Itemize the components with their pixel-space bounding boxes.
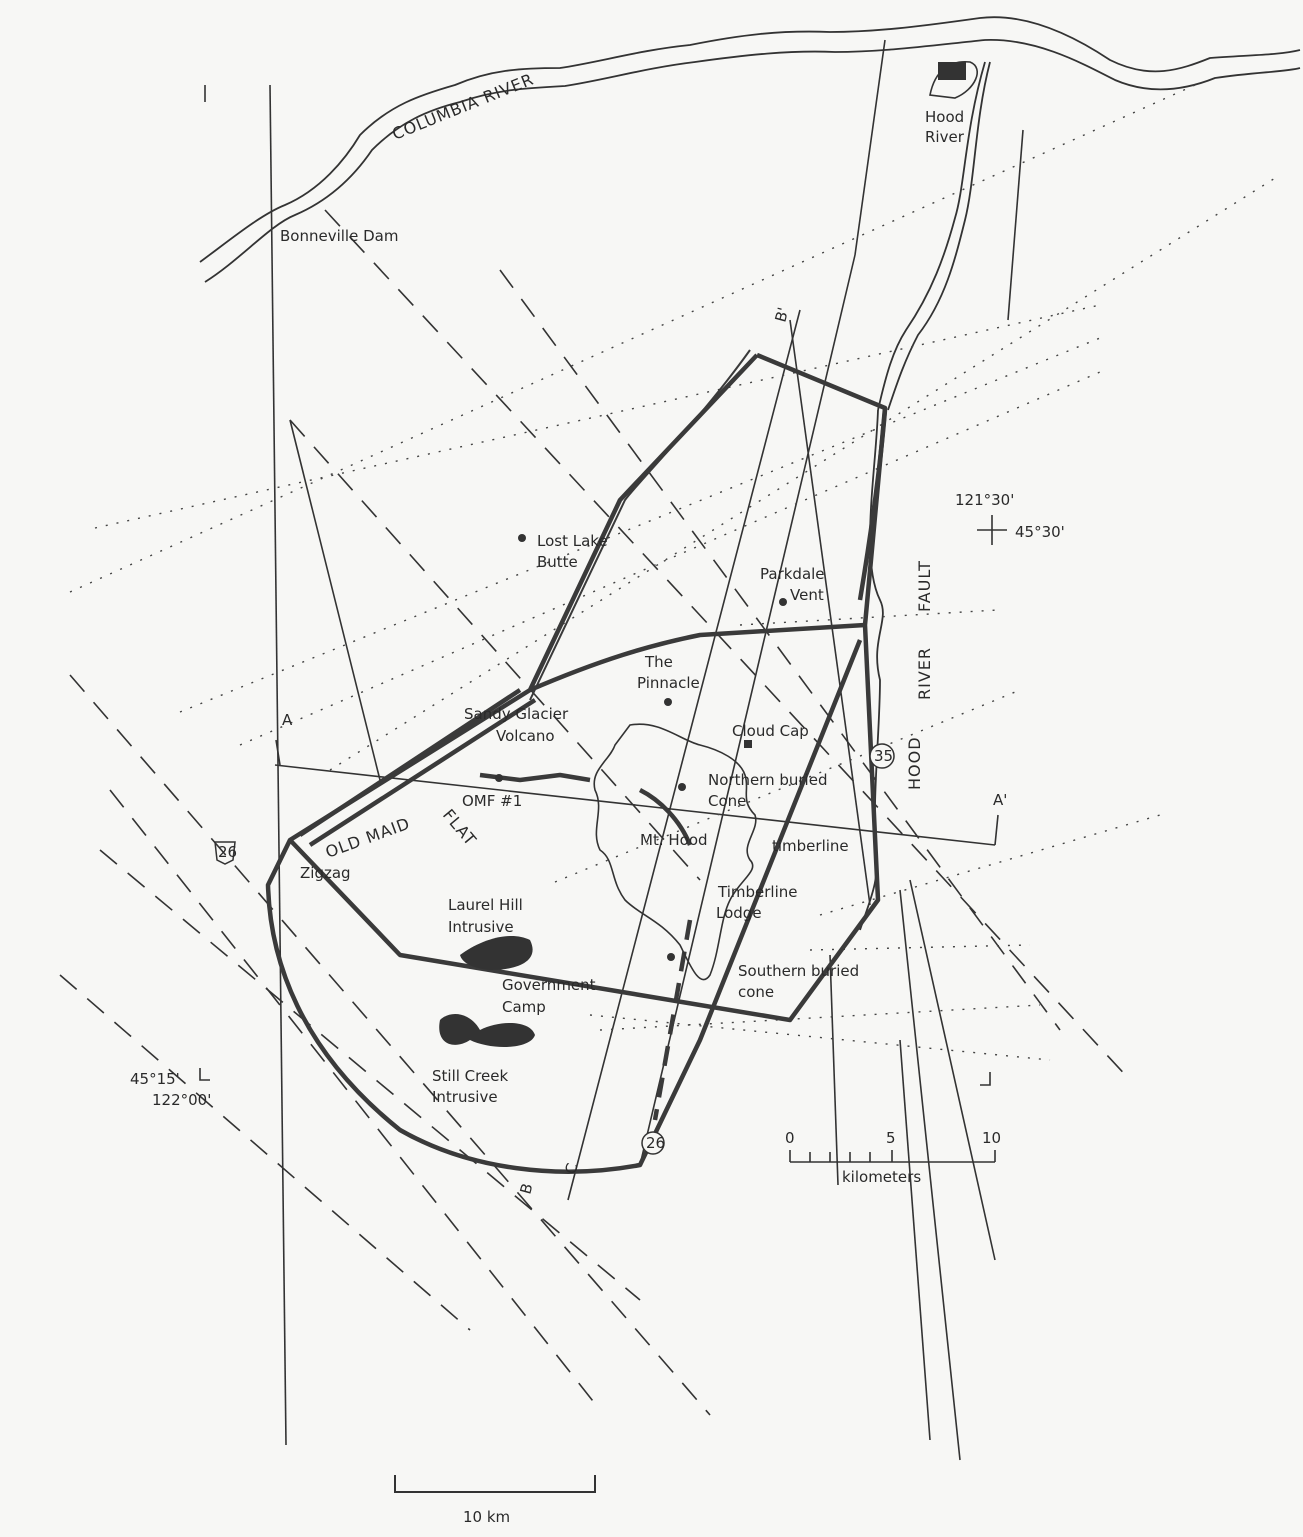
label-flat: FLAT [439,805,481,849]
label-mt-hood: Mt. Hood [640,831,708,849]
label-southern-buried: Southern buried [738,962,859,980]
cross-lineaments [69,84,1281,1061]
still-creek-intrusive-shape [439,1014,535,1047]
svg-text:35: 35 [874,747,893,765]
label-northern-buried: Northern buried [708,771,827,789]
label-pinnacle: Pinnacle [637,674,700,692]
timberline-outline [593,723,757,981]
label-fault: FAULT [915,560,934,612]
label-river-fault: RIVER [915,647,934,700]
label-government: Government [502,976,596,994]
section-a-prime: A' [993,791,1007,809]
crater-rim [638,787,693,846]
label-intrusive-laurel: Intrusive [448,918,514,936]
laurel-hill-intrusive-shape [460,935,533,970]
section-c: C [561,1161,581,1176]
label-cone-south: cone [738,983,774,1001]
sw-coordinate-mark: 45°15' 122°00' [130,1068,211,1109]
label-the: The [644,653,673,671]
label-lodge: Lodge [716,904,762,922]
svg-text:121°30': 121°30' [955,491,1014,509]
study-area-boundary [265,349,888,1174]
scale-bar-10km: 10 km [394,1475,596,1526]
label-intrusive-still: Intrusive [432,1088,498,1106]
hood-river-town-outline [929,61,978,99]
label-river: River [925,128,965,146]
section-b: B [516,1181,536,1196]
label-volcano: Volcano [496,727,555,745]
label-parkdale: Parkdale [760,565,825,583]
label-lost-lake: Lost Lake [537,532,608,550]
scale-bar-kilometers: 0 5 10 kilometers [785,1129,1001,1186]
svg-text:45°30': 45°30' [1015,523,1065,541]
columbia-river [199,16,1301,283]
label-sandy-glacier: Sandy Glacier [464,705,569,723]
svg-text:kilometers: kilometers [842,1168,921,1186]
highway-us26-shield: 26 [214,841,237,865]
vents [495,534,787,961]
svg-text:26: 26 [218,843,237,861]
label-old-maid: OLD MAID [323,814,413,862]
label-timberline: timberline [772,837,849,855]
label-cloud-cap: Cloud Cap [732,722,809,740]
label-cone-north: Cone [708,792,746,810]
label-zigzag: Zigzag [300,864,351,882]
highway-or35-shield: 35 [869,743,895,769]
label-columbia: COLUMBIA RIVER [389,69,536,143]
svg-text:5: 5 [886,1129,896,1147]
highway-26-shield-south: 26 [641,1131,665,1155]
label-camp: Camp [502,998,546,1016]
hood-river [887,61,991,411]
label-butte: Butte [537,553,578,571]
label-hood-fault: HOOD [905,736,924,790]
svg-text:122°00': 122°00' [152,1091,211,1109]
svg-text:10 km: 10 km [463,1508,510,1526]
hood-river-town-block [938,62,966,80]
dashed-lineaments [59,209,1131,1416]
svg-text:45°15': 45°15' [130,1070,180,1088]
corner-tick-se [980,1072,991,1086]
label-vent: Vent [790,586,824,604]
label-timberline-lodge: Timberline [717,883,797,901]
svg-text:10: 10 [982,1129,1001,1147]
ne-coordinate-mark: 121°30' 45°30' [955,491,1065,545]
hood-river-bank [877,61,986,411]
label-still-creek: Still Creek [432,1067,508,1085]
section-b-prime: B' [771,305,792,324]
label-laurel-hill: Laurel Hill [448,896,523,914]
svg-text:0: 0 [785,1129,795,1147]
label-hood: Hood [925,108,964,126]
label-bonneville: Bonneville Dam [280,227,398,245]
label-omf: OMF #1 [462,792,522,810]
svg-text:26: 26 [646,1134,665,1152]
section-a: A [282,711,293,729]
